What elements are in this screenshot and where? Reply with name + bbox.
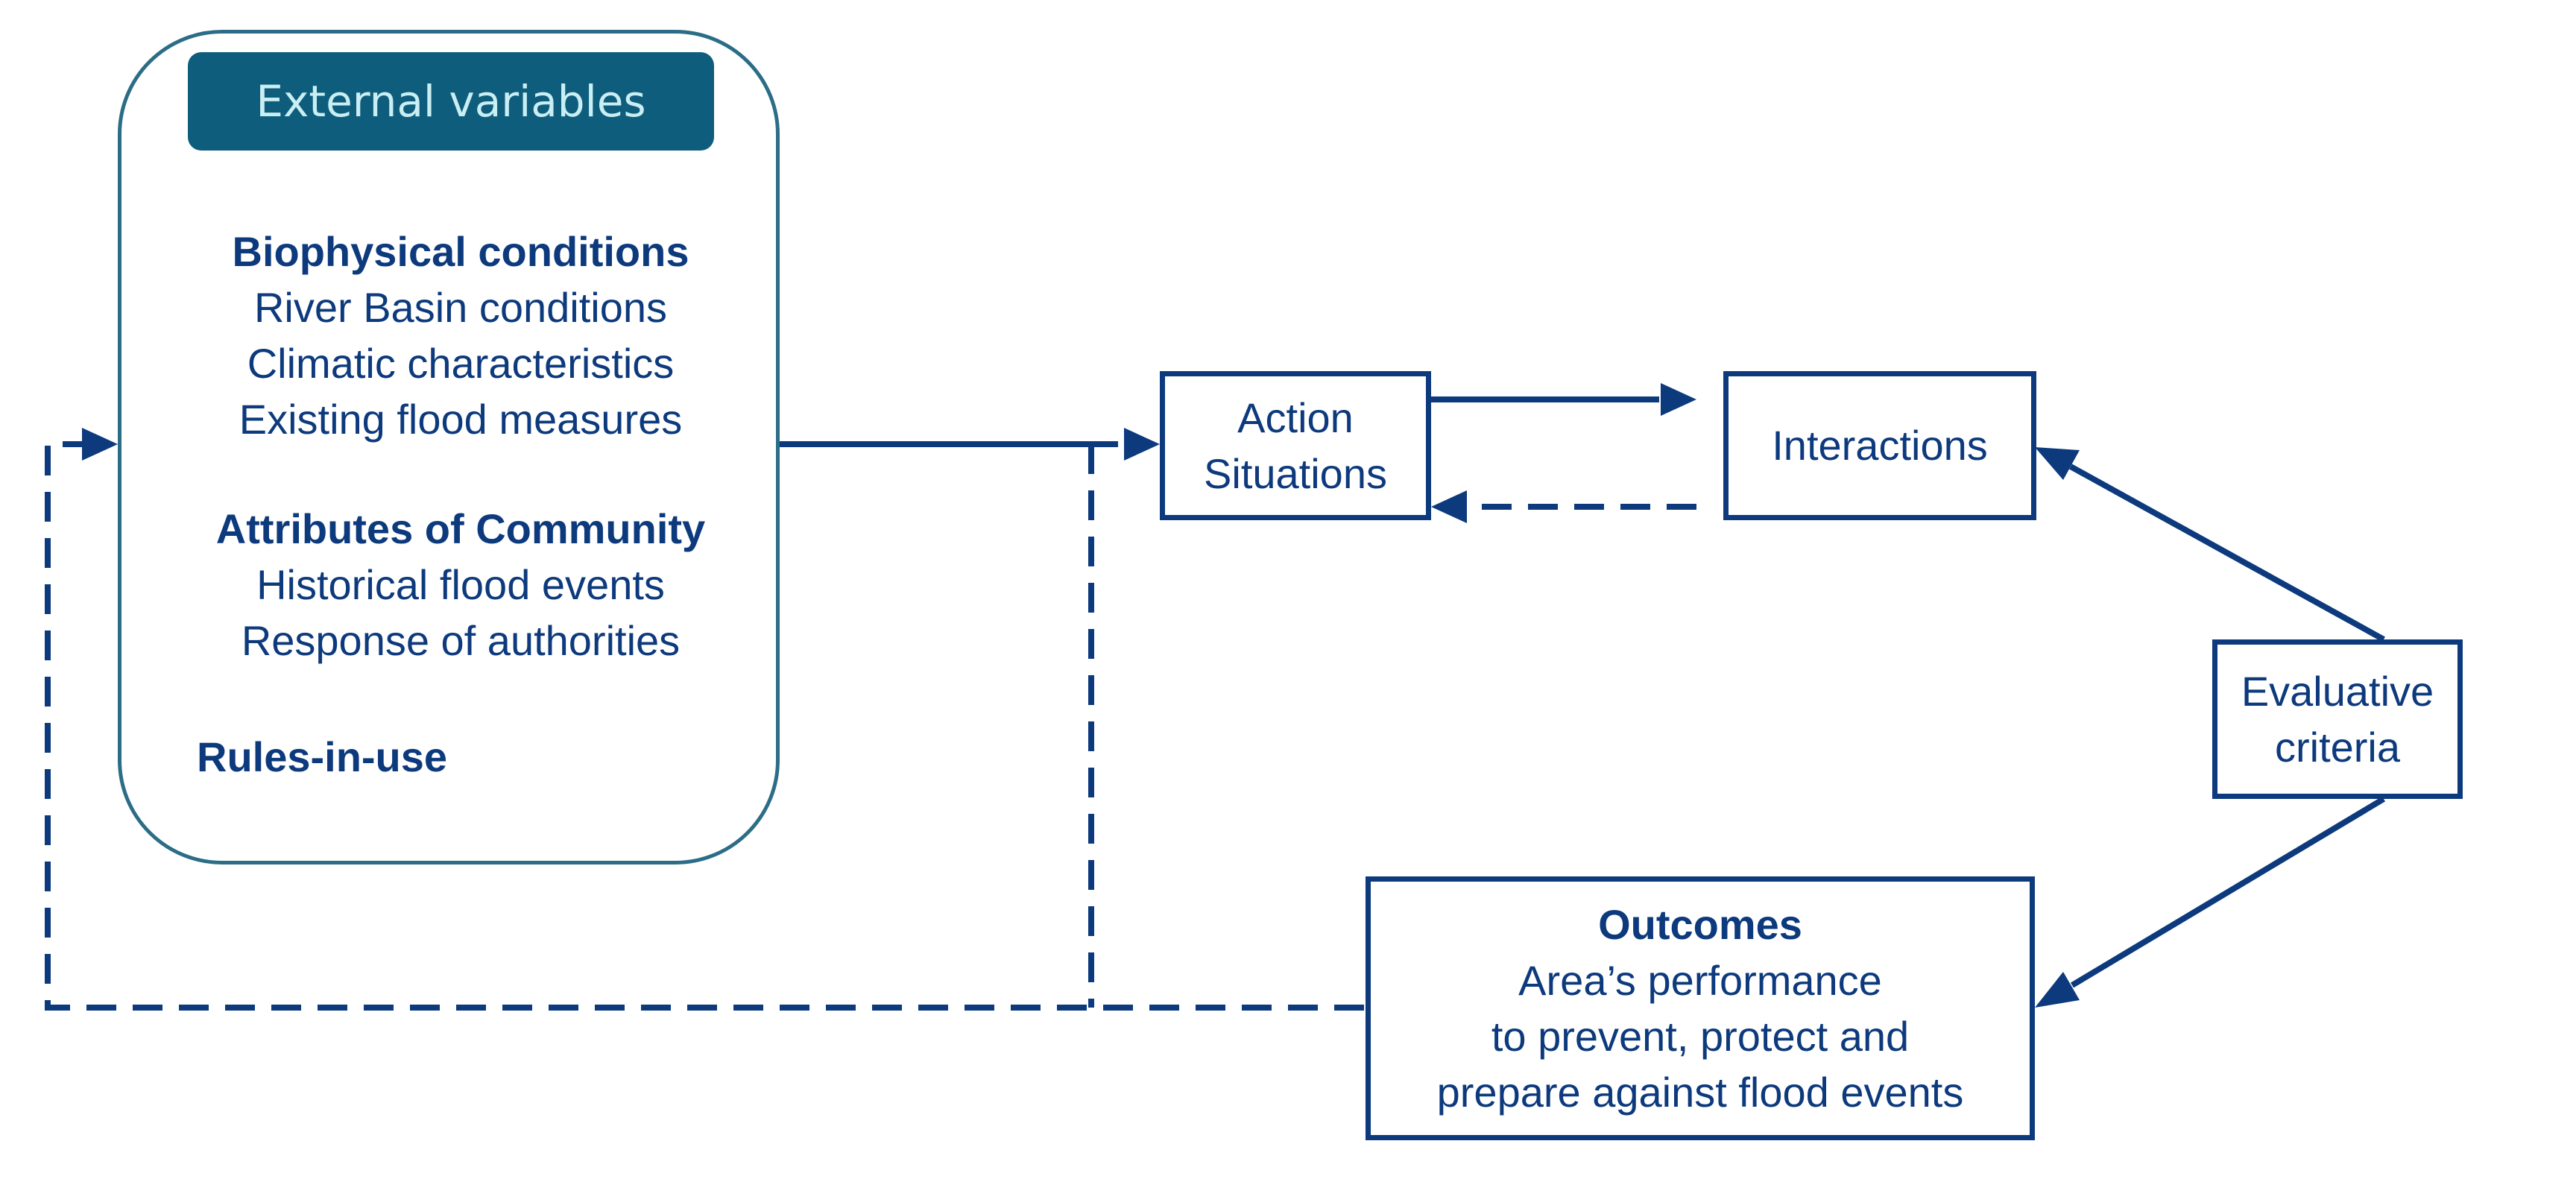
community-heading: Attributes of Community [215,505,706,552]
outcomes-feedback-arrowhead [82,428,118,461]
interactions-label: Interactions [1772,422,1988,470]
community-item: Response of authorities [241,617,681,665]
evaluative-to-outcomes-arrowhead [2035,972,2080,1008]
evaluative-to-interactions-arrow [2069,464,2385,642]
external-variables-box [118,30,780,865]
outcomes-line: to prevent, protect and [1491,1013,1910,1060]
outcomes-line: Area’s performance [1518,956,1882,1004]
biophysical-heading: Biophysical conditions [232,228,689,275]
interactions-to-action-arrowhead [1431,490,1467,523]
biophysical-item: Climatic characteristics [247,340,675,388]
community-attributes-group: Attributes of Community Historical flood… [148,501,774,668]
outcomes-feedback-dashed [45,441,1364,1011]
evaluative-to-interactions-arrowhead [2035,447,2080,480]
biophysical-item: Existing flood measures [239,396,683,443]
outcomes-box: Outcomes Area’s performance to prevent, … [1366,876,2035,1140]
action-situations-line: Situations [1204,450,1387,497]
evaluative-to-outcomes-arrow [2070,796,2386,988]
evaluative-criteria-box: Evaluative criteria [2212,639,2463,799]
ev-to-action-arrowhead [1124,428,1160,461]
external-variables-header: External variables [188,52,714,151]
biophysical-conditions-group: Biophysical conditions River Basin condi… [148,224,774,447]
external-variables-title: External variables [256,76,646,127]
biophysical-item: River Basin conditions [253,284,668,332]
outcomes-heading: Outcomes [1598,900,1802,948]
evaluative-criteria-line: Evaluative [2241,667,2434,715]
evaluative-criteria-line: criteria [2274,724,2401,771]
outcomes-line: prepare against flood events [1436,1069,1964,1116]
action-to-interactions-arrowhead [1661,383,1696,416]
interactions-box: Interactions [1723,371,2036,520]
rules-in-use-label: Rules-in-use [197,733,448,780]
community-item: Historical flood events [256,561,665,609]
action-situations-line: Action [1237,393,1354,441]
action-situations-box: Action Situations [1160,371,1431,520]
